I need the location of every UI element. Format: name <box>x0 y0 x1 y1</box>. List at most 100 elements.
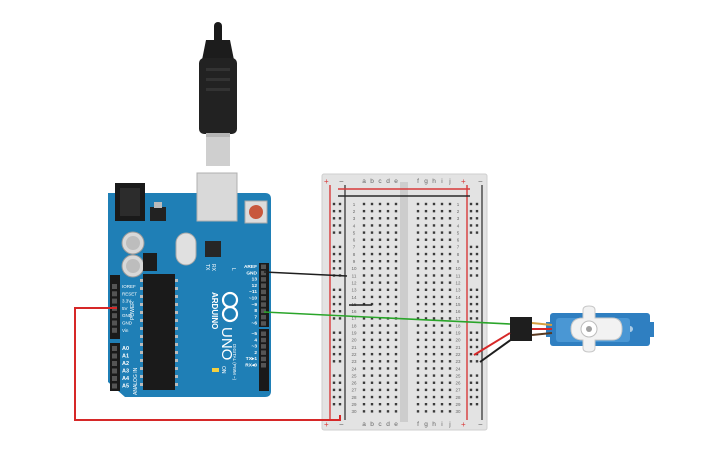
breadboard-hole[interactable] <box>378 274 382 277</box>
breadboard-hole[interactable] <box>370 388 374 392</box>
rail-hole[interactable] <box>475 345 479 349</box>
breadboard-hole[interactable] <box>416 302 420 306</box>
header-pin[interactable] <box>261 308 266 314</box>
breadboard-hole[interactable] <box>362 388 366 392</box>
rail-hole[interactable] <box>469 202 473 206</box>
breadboard-hole[interactable] <box>432 338 436 342</box>
breadboard-hole[interactable] <box>370 252 374 256</box>
rail-hole[interactable] <box>475 202 479 206</box>
rail-hole[interactable] <box>338 352 342 356</box>
breadboard-hole[interactable] <box>424 288 428 291</box>
rail-hole[interactable] <box>475 245 479 249</box>
breadboard-hole[interactable] <box>448 338 452 342</box>
breadboard-hole[interactable] <box>362 374 366 377</box>
breadboard-hole[interactable] <box>440 281 444 284</box>
rail-hole[interactable] <box>332 360 336 363</box>
breadboard-hole[interactable] <box>424 345 428 349</box>
breadboard-hole[interactable] <box>362 345 366 349</box>
breadboard-hole[interactable] <box>378 381 382 384</box>
breadboard-hole[interactable] <box>440 331 444 334</box>
breadboard-hole[interactable] <box>386 209 390 213</box>
breadboard-hole[interactable] <box>378 267 382 270</box>
breadboard-hole[interactable] <box>362 260 366 263</box>
breadboard-hole[interactable] <box>386 238 390 241</box>
breadboard-hole[interactable] <box>394 274 398 277</box>
usb-cable-icon[interactable] <box>199 22 237 166</box>
breadboard-hole[interactable] <box>378 345 382 349</box>
breadboard-hole[interactable] <box>362 317 366 320</box>
rail-hole[interactable] <box>332 317 336 320</box>
rail-hole[interactable] <box>469 252 473 256</box>
breadboard-hole[interactable] <box>378 410 382 413</box>
breadboard-hole[interactable] <box>386 360 390 363</box>
breadboard-hole[interactable] <box>362 310 366 313</box>
breadboard-hole[interactable] <box>378 367 382 370</box>
rail-hole[interactable] <box>338 245 342 249</box>
breadboard-hole[interactable] <box>378 295 382 299</box>
breadboard-hole[interactable] <box>448 267 452 270</box>
breadboard-hole[interactable] <box>378 202 382 206</box>
breadboard-hole[interactable] <box>424 295 428 299</box>
header-pin[interactable] <box>261 337 266 343</box>
breadboard-hole[interactable] <box>448 374 452 377</box>
breadboard-hole[interactable] <box>394 260 398 263</box>
rail-hole[interactable] <box>475 217 479 220</box>
breadboard-hole[interactable] <box>394 388 398 392</box>
rail-hole[interactable] <box>338 338 342 342</box>
breadboard-hole[interactable] <box>440 288 444 291</box>
breadboard-hole[interactable] <box>424 245 428 249</box>
breadboard-hole[interactable] <box>394 395 398 399</box>
breadboard-hole[interactable] <box>386 288 390 291</box>
breadboard-hole[interactable] <box>386 202 390 206</box>
wire-signal-green[interactable] <box>263 311 511 325</box>
rail-hole[interactable] <box>475 360 479 363</box>
breadboard-hole[interactable] <box>394 209 398 213</box>
breadboard-hole[interactable] <box>370 352 374 356</box>
breadboard-hole[interactable] <box>424 217 428 220</box>
rail-hole[interactable] <box>338 202 342 206</box>
breadboard-hole[interactable] <box>394 202 398 206</box>
breadboard-hole[interactable] <box>378 388 382 392</box>
breadboard-hole[interactable] <box>362 295 366 299</box>
rail-hole[interactable] <box>332 403 336 406</box>
header-pin[interactable] <box>112 376 117 381</box>
header-pin[interactable] <box>112 353 117 359</box>
rail-hole[interactable] <box>469 245 473 249</box>
breadboard-hole[interactable] <box>432 302 436 306</box>
breadboard-hole[interactable] <box>378 338 382 342</box>
breadboard-hole[interactable] <box>440 238 444 241</box>
header-pin[interactable] <box>112 361 117 366</box>
breadboard-hole[interactable] <box>394 360 398 363</box>
breadboard-hole[interactable] <box>440 367 444 370</box>
rail-hole[interactable] <box>469 295 473 299</box>
breadboard-hole[interactable] <box>432 209 436 213</box>
rail-hole[interactable] <box>475 224 479 227</box>
rail-hole[interactable] <box>469 317 473 320</box>
breadboard-hole[interactable] <box>432 217 436 220</box>
breadboard-hole[interactable] <box>424 231 428 234</box>
rail-hole[interactable] <box>469 388 473 392</box>
breadboard-hole[interactable] <box>448 345 452 349</box>
breadboard-hole[interactable] <box>424 317 428 320</box>
breadboard-hole[interactable] <box>394 338 398 342</box>
rail-hole[interactable] <box>338 374 342 377</box>
breadboard-hole[interactable] <box>386 388 390 392</box>
rail-hole[interactable] <box>475 231 479 234</box>
breadboard-hole[interactable] <box>370 338 374 342</box>
breadboard-hole[interactable] <box>378 245 382 249</box>
breadboard-hole[interactable] <box>448 274 452 277</box>
breadboard-hole[interactable] <box>440 245 444 249</box>
rail-hole[interactable] <box>338 345 342 349</box>
breadboard-hole[interactable] <box>424 274 428 277</box>
rail-hole[interactable] <box>469 395 473 399</box>
rail-hole[interactable] <box>469 403 473 406</box>
breadboard-hole[interactable] <box>370 360 374 363</box>
rail-hole[interactable] <box>475 388 479 392</box>
breadboard-hole[interactable] <box>416 217 420 220</box>
breadboard-hole[interactable] <box>394 224 398 227</box>
breadboard-hole[interactable] <box>424 338 428 342</box>
breadboard-hole[interactable] <box>424 367 428 370</box>
breadboard-hole[interactable] <box>424 388 428 392</box>
breadboard-hole[interactable] <box>394 245 398 249</box>
breadboard-hole[interactable] <box>416 331 420 334</box>
